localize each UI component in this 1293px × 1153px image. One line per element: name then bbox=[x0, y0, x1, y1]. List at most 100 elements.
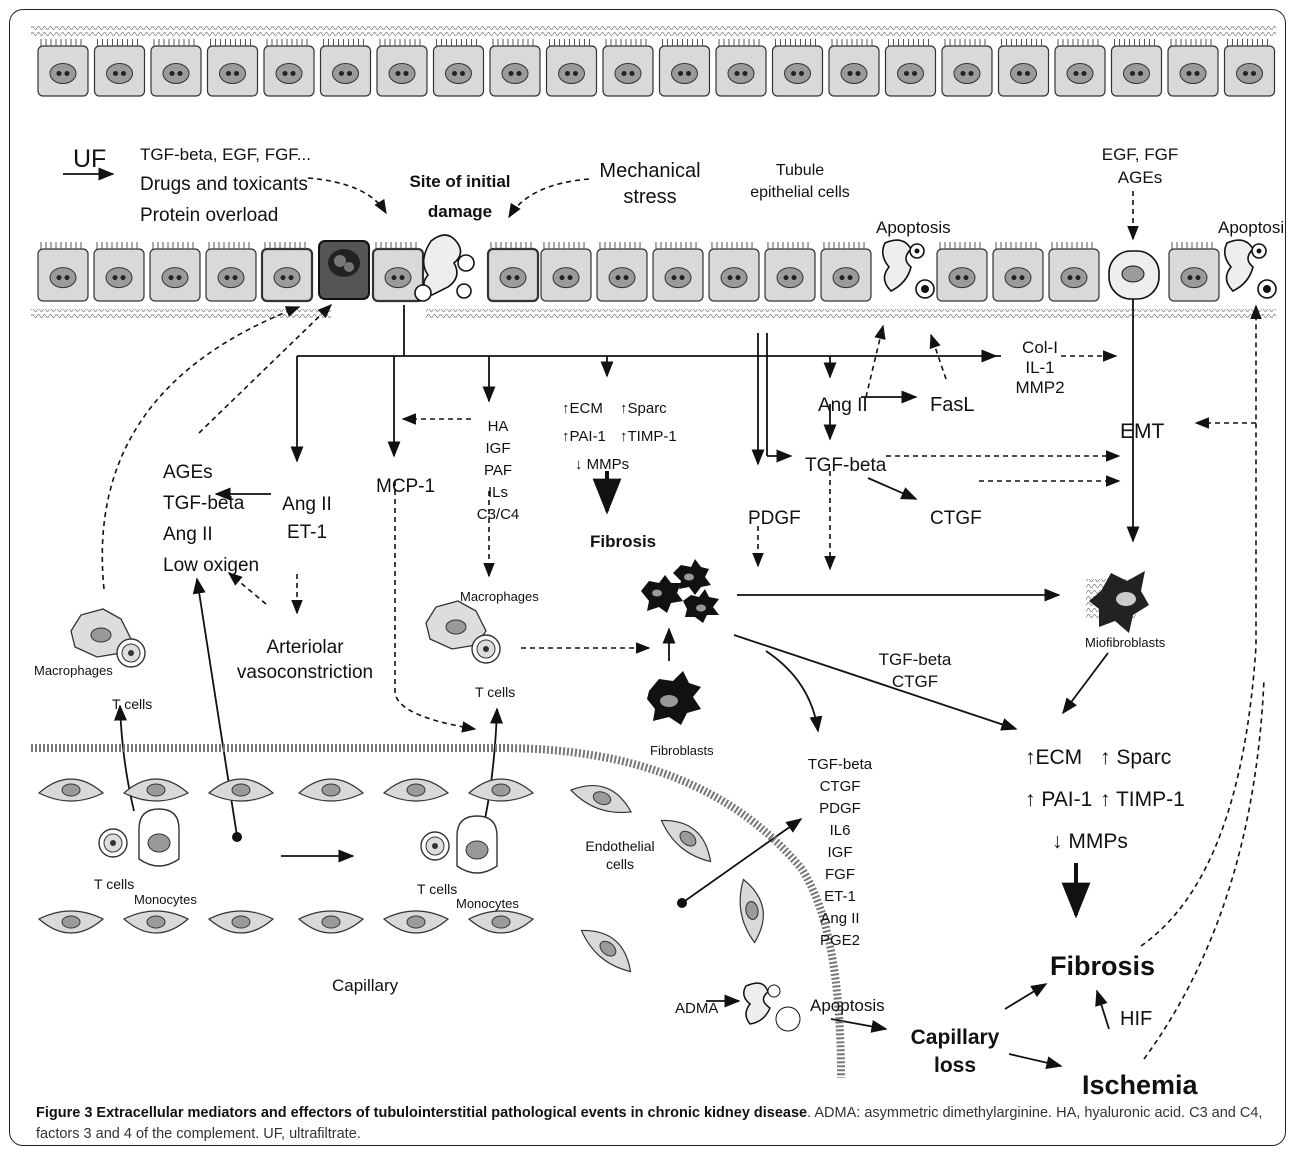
emt-label: EMT bbox=[1120, 420, 1165, 443]
mmp2-label: MMP2 bbox=[1015, 378, 1065, 397]
low-oxigen-label: Low oxigen bbox=[163, 555, 260, 576]
endothelial-label-1: Endothelial bbox=[585, 838, 655, 854]
endothelial-label-2: cells bbox=[605, 856, 634, 872]
dashed-arrows bbox=[101, 177, 1265, 1060]
endothelial-cell bbox=[37, 778, 105, 802]
apoptosis-label-tubule-1: Apoptosis bbox=[876, 218, 951, 237]
apoptosis-label-capillary: Apoptosis bbox=[810, 996, 885, 1015]
tubule-cell-top bbox=[489, 39, 541, 97]
tubule-cell-top bbox=[1054, 39, 1106, 97]
endothelial-cell bbox=[207, 778, 275, 802]
ecm-big-label: ↑ECM bbox=[1025, 746, 1083, 769]
endothelial-cell bbox=[122, 910, 190, 934]
list-tgf-label: TGF-beta bbox=[807, 756, 873, 773]
t-cell bbox=[116, 638, 146, 668]
endothelial-cell bbox=[382, 910, 450, 934]
list-igf-label: IGF bbox=[827, 844, 853, 861]
stimuli-drugs-label: Drugs and toxicants bbox=[140, 174, 308, 195]
ils-label: ILs bbox=[487, 484, 508, 501]
mmps-small-label: ↓ MMPs bbox=[575, 456, 630, 473]
tubule-cell-top bbox=[37, 39, 89, 97]
macrophages-left-label: Macrophages bbox=[34, 663, 113, 678]
endothelial-cell bbox=[207, 910, 275, 934]
pai-big-label: ↑ PAI-1 bbox=[1025, 788, 1093, 811]
endothelial-cell bbox=[382, 778, 450, 802]
adma-label: ADMA bbox=[675, 1000, 719, 1017]
tubule-cell-top bbox=[771, 39, 824, 97]
ischemia-label: Ischemia bbox=[1082, 1070, 1198, 1100]
arteriolar-label-1: Arteriolar bbox=[266, 637, 344, 658]
tubule-cell-mid bbox=[652, 242, 704, 302]
site-of-damage-label-2: damage bbox=[427, 202, 493, 221]
top-tubule-row bbox=[37, 39, 1276, 97]
endothelial-cell bbox=[660, 819, 712, 863]
tubule-cell-top bbox=[263, 39, 315, 97]
site-of-damage-label-1: Site of initial bbox=[409, 172, 511, 191]
tubule-cell-mid bbox=[486, 242, 540, 303]
timp-big-label: ↑ TIMP-1 bbox=[1100, 788, 1185, 811]
tubule-cell-mid bbox=[936, 242, 988, 302]
list-ctgf-label: CTGF bbox=[819, 778, 861, 795]
tubule-cell-top bbox=[1110, 39, 1163, 97]
blunt-end-2 bbox=[677, 898, 687, 908]
apoptotic-endothelial-cell bbox=[743, 982, 801, 1032]
apoptosis-cells-tubule bbox=[881, 239, 1277, 300]
tubule-cell-top bbox=[319, 39, 372, 97]
apoptosis-label-tubule-2: Apoptosis bbox=[1218, 218, 1286, 237]
tgf-beta-left-label: TGF-beta bbox=[163, 493, 245, 514]
tubule-cell-mid bbox=[820, 242, 872, 302]
uf-label: UF bbox=[73, 145, 107, 173]
tubule-cell-top bbox=[1167, 39, 1219, 97]
figure-caption: Figure 3 Extracellular mediators and eff… bbox=[36, 1103, 1276, 1145]
figure-frame: UF TGF-beta, EGF, FGF... Drugs and toxic… bbox=[9, 9, 1286, 1146]
tubule-cell-mid bbox=[205, 242, 257, 302]
tgf-beta-center-label: TGF-beta bbox=[805, 455, 887, 476]
paf-label: PAF bbox=[483, 462, 513, 479]
activated-fibroblasts bbox=[641, 559, 719, 623]
pathway-diagram bbox=[31, 25, 1277, 1079]
fibroblast-cell bbox=[647, 671, 701, 725]
tubule-cell-top bbox=[150, 39, 202, 97]
blunt-end-1 bbox=[232, 832, 242, 842]
macrophage bbox=[70, 608, 132, 658]
tubule-cell-top bbox=[997, 39, 1050, 97]
fibrosis-big-label: Fibrosis bbox=[1050, 951, 1156, 981]
tubule-epithelial-label-1: Tubule bbox=[775, 162, 825, 179]
mid-basement-strip-left bbox=[31, 309, 331, 319]
et1-mid-label: ET-1 bbox=[286, 522, 328, 543]
tcells-mid-label: T cells bbox=[475, 684, 516, 700]
ang-ii-mid-label: Ang II bbox=[282, 494, 332, 515]
tubule-cell-top bbox=[545, 39, 598, 97]
timp-small-label: ↑TIMP-1 bbox=[620, 428, 677, 445]
mmps-big-label: ↓ MMPs bbox=[1052, 830, 1128, 853]
tubule-cell-mid bbox=[37, 242, 89, 302]
tubule-cell-mid bbox=[764, 242, 816, 302]
tubule-cell-top bbox=[206, 39, 259, 97]
tcells-left-label: T cells bbox=[112, 696, 153, 712]
monocytes-cap2-label: Monocytes bbox=[456, 896, 519, 911]
list-fgf-label: FGF bbox=[825, 866, 855, 883]
capillary-loss-label-1: Capillary bbox=[910, 1026, 1000, 1049]
sparc-big-label: ↑ Sparc bbox=[1100, 746, 1172, 769]
ctgf-center-label: CTGF bbox=[930, 508, 982, 529]
endothelial-cell bbox=[297, 910, 365, 934]
ang-ii-left-label: Ang II bbox=[163, 524, 213, 545]
t-cell bbox=[471, 634, 501, 664]
mid-basement-strip-right bbox=[426, 309, 1276, 319]
miofibroblasts-label: Miofibroblasts bbox=[1085, 635, 1166, 650]
top-basement-strip bbox=[31, 25, 1276, 37]
list-angii-label: Ang II bbox=[820, 910, 860, 927]
monocyte bbox=[138, 808, 180, 867]
endothelial-cell bbox=[37, 910, 105, 934]
pai-small-label: ↑PAI-1 bbox=[562, 428, 606, 445]
arteriolar-label-2: vasoconstriction bbox=[236, 662, 374, 683]
immune-cells bbox=[70, 600, 501, 874]
list-pdgf-label: PDGF bbox=[819, 800, 861, 817]
sparc-small-label: ↑Sparc bbox=[620, 400, 667, 417]
tubule-cell-top bbox=[376, 39, 428, 97]
middle-tubule-row bbox=[37, 242, 1220, 303]
endothelial-cell bbox=[467, 778, 535, 802]
tubule-cell-mid bbox=[1168, 242, 1220, 302]
endothelial-cell bbox=[580, 929, 632, 973]
endothelial-cell bbox=[569, 784, 633, 814]
